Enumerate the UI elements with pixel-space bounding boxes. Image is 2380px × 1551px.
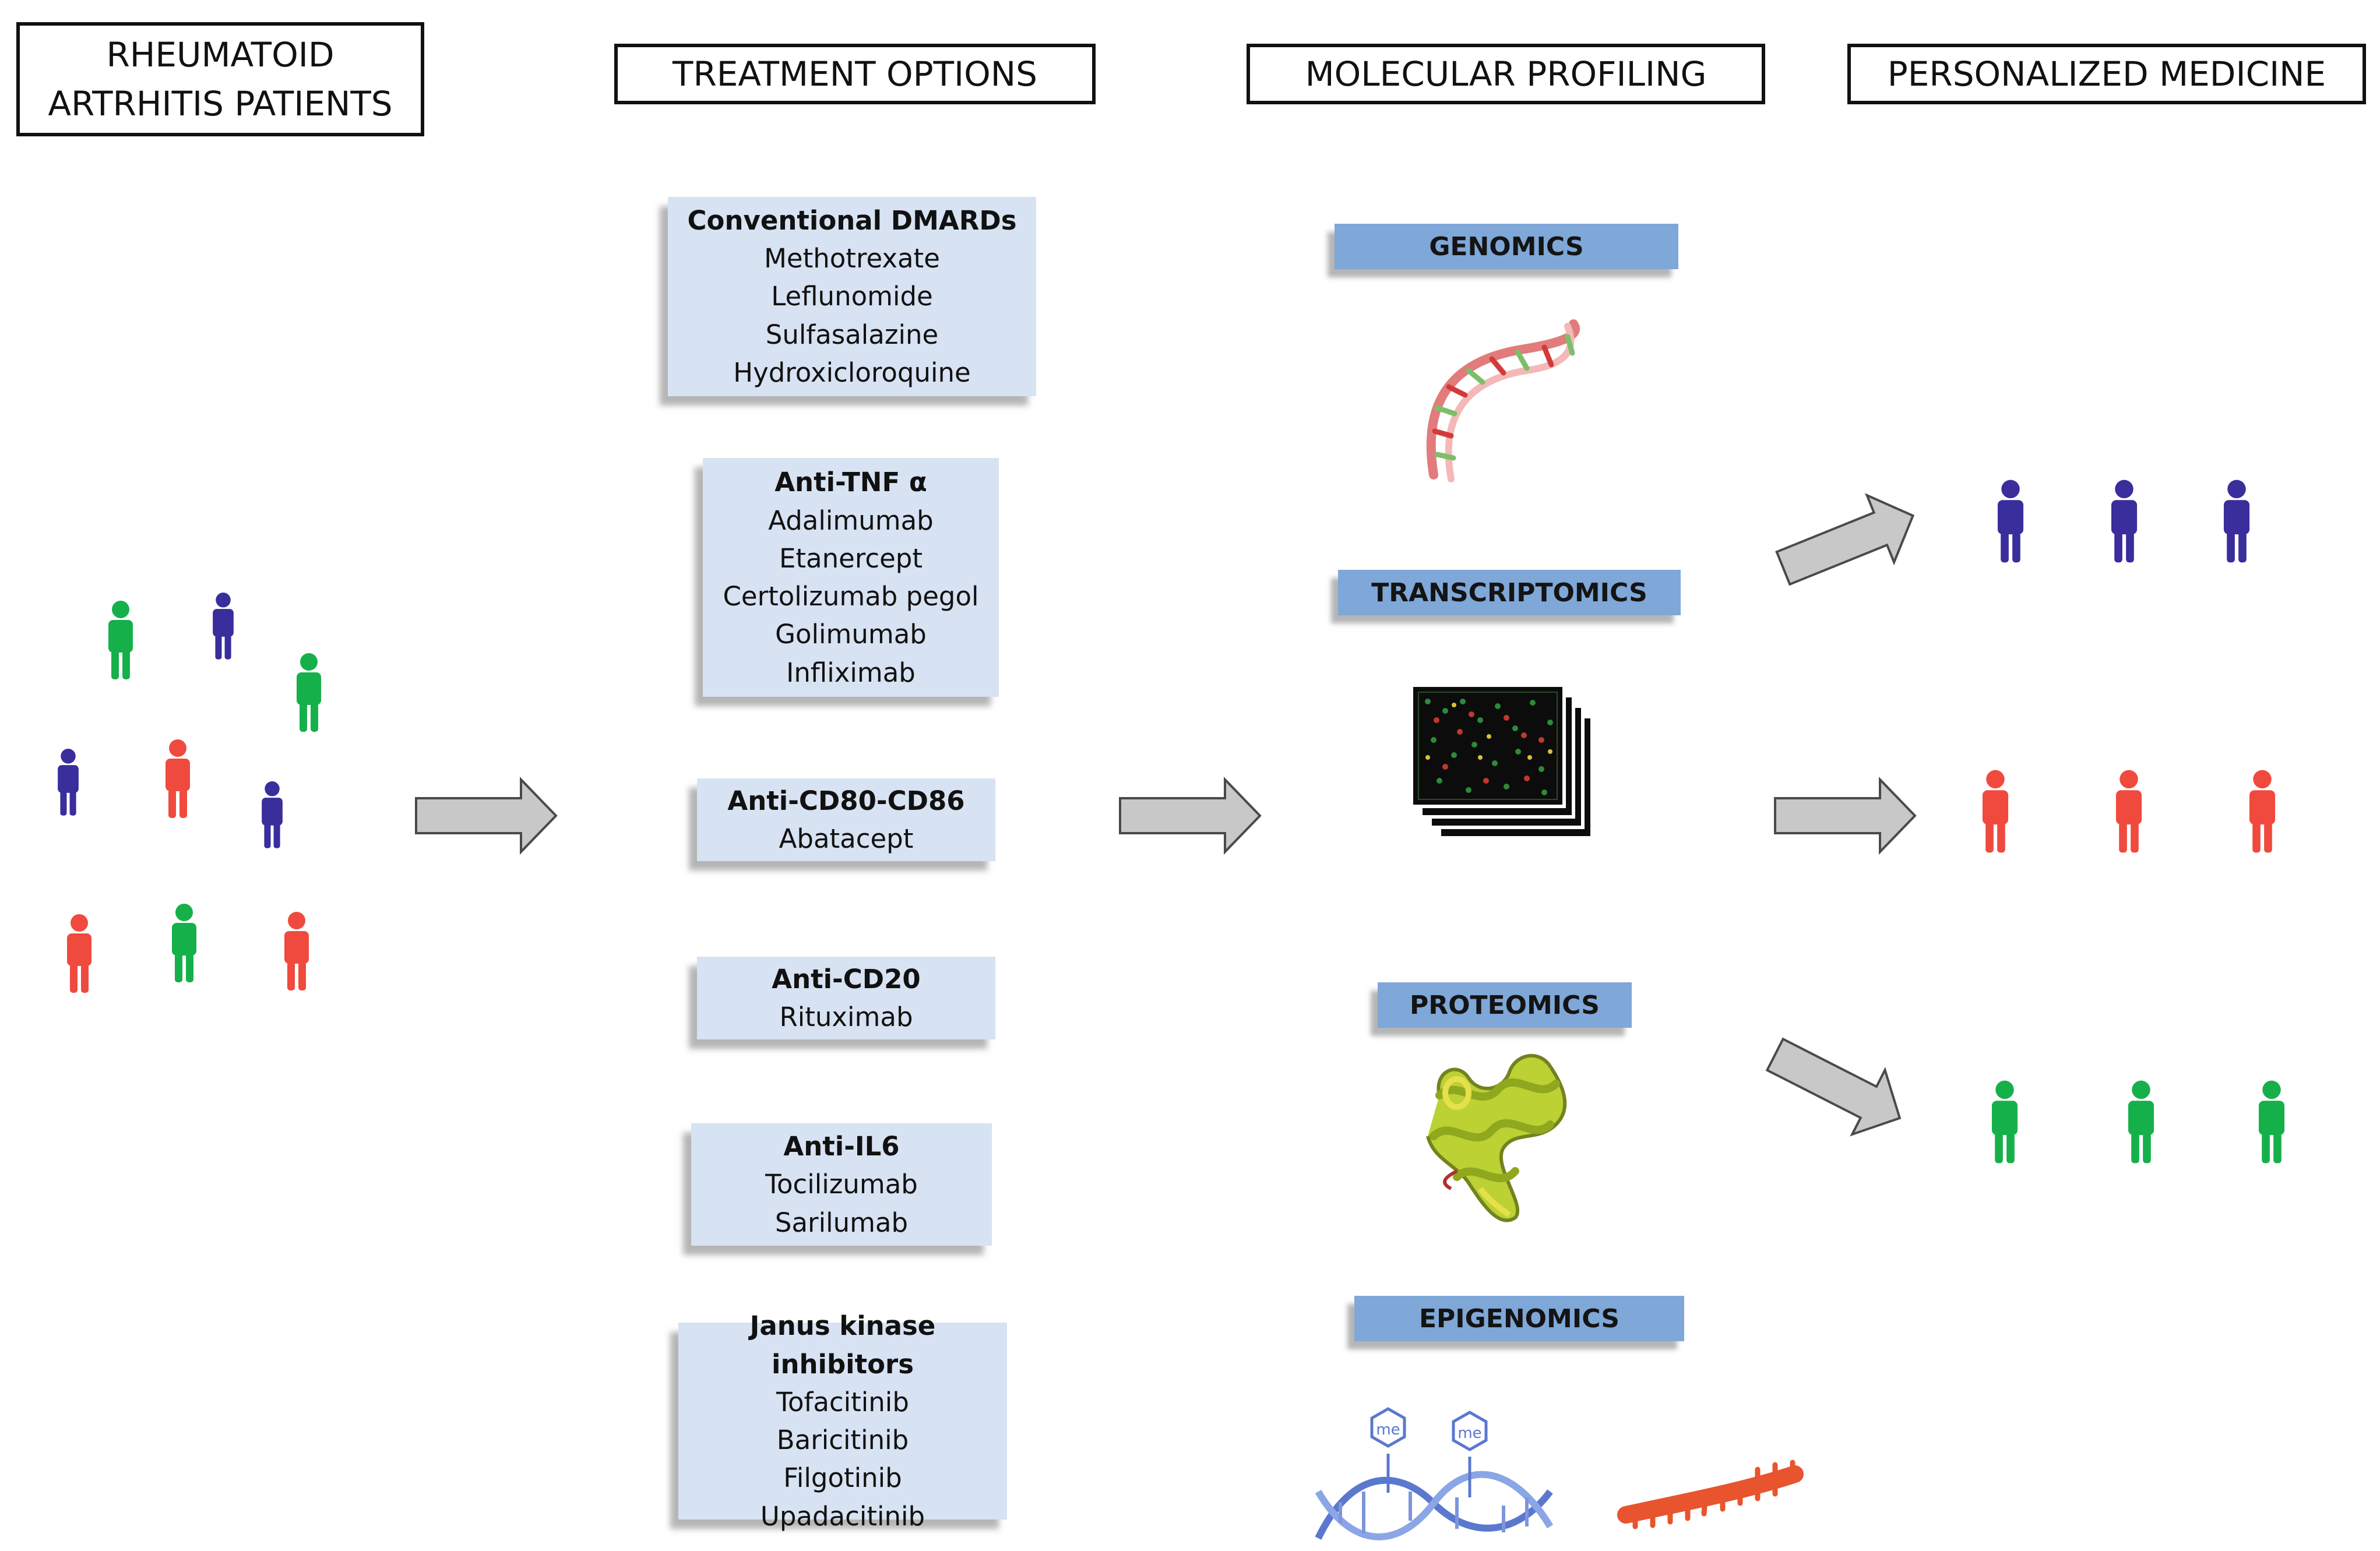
patient-figure xyxy=(284,912,309,990)
patient-figure xyxy=(2128,1080,2154,1164)
patient-figure xyxy=(58,749,79,816)
header-treatment-options: TREATMENT OPTIONS xyxy=(614,44,1096,104)
methyl-tag-label: me xyxy=(1457,1425,1481,1442)
drug-name: Rituximab xyxy=(779,1002,913,1032)
protein-structure-illustration xyxy=(1426,1054,1567,1222)
patient-figure xyxy=(2111,480,2138,563)
drug-name: Hydroxicloroquine xyxy=(733,357,971,388)
patient-figure xyxy=(172,904,196,982)
patient-figure xyxy=(297,653,321,732)
omics-label-epigenomics: EPIGENOMICS xyxy=(1354,1296,1684,1341)
drug-name: Methotrexate xyxy=(764,243,940,274)
treatment-box-anti-il6: Anti-IL6 Tocilizumab Sarilumab xyxy=(691,1123,992,1246)
responder-group-red xyxy=(1982,770,2276,853)
methyl-group-marker: me xyxy=(1452,1411,1488,1451)
drug-name: Infliximab xyxy=(786,657,916,688)
treatment-title: Conventional DMARDs xyxy=(687,205,1017,236)
drug-name: Leflunomide xyxy=(771,281,933,312)
drug-name: Baricitinib xyxy=(776,1425,909,1455)
patient-figure xyxy=(2249,770,2276,853)
header-patients: RHEUMATOID ARTRHITIS PATIENTS xyxy=(16,22,424,136)
drug-name: Filgotinib xyxy=(783,1462,902,1494)
header-molecular-profiling: MOLECULAR PROFILING xyxy=(1247,44,1765,104)
dna-helix-illustration xyxy=(1426,319,1580,482)
patient-figure xyxy=(262,781,283,848)
patient-figure xyxy=(213,593,234,660)
methyl-tag-label: me xyxy=(1376,1421,1400,1439)
patient-figure xyxy=(2258,1080,2285,1164)
drug-name: Etanercept xyxy=(779,542,923,574)
patient-figure xyxy=(108,601,133,679)
methyl-group-marker: me xyxy=(1370,1407,1406,1448)
treatment-title: Janus kinase inhibitors xyxy=(749,1310,936,1380)
patient-figure xyxy=(1982,770,2009,853)
histone-strand-illustration xyxy=(1617,1460,1804,1529)
drug-name: Upadacitinib xyxy=(760,1500,925,1532)
methylated-dna-illustration: me me xyxy=(1315,1407,1554,1541)
drug-name: Adalimumab xyxy=(768,505,934,536)
drug-name: Sarilumab xyxy=(774,1207,909,1238)
drug-name: Golimumab xyxy=(775,619,927,650)
drug-name: Abatacept xyxy=(779,823,914,854)
responder-group-green xyxy=(1991,1080,2285,1164)
responder-group-blue xyxy=(1997,480,2250,563)
treatment-box-anti-tnf: Anti-TNF α Adalimumab Etanercept Certoli… xyxy=(703,458,999,697)
drug-name: Tocilizumab xyxy=(765,1169,918,1200)
omics-label-genomics: GENOMICS xyxy=(1335,224,1678,269)
treatment-title: Anti-CD20 xyxy=(772,963,921,995)
arrow-profiling-to-green-group xyxy=(1765,1037,1902,1137)
treatment-box-jak-inhibitors: Janus kinase inhibitors Tofacitinib Bari… xyxy=(678,1310,1007,1532)
patient-figure xyxy=(166,739,190,818)
patient-figure xyxy=(2223,480,2250,563)
patient-population xyxy=(58,593,321,993)
patient-figure xyxy=(1991,1080,2018,1164)
treatment-title: Anti-IL6 xyxy=(783,1131,900,1162)
patient-figure xyxy=(67,914,91,993)
arrow-profiling-to-red-group xyxy=(1774,777,1917,855)
arrow-patients-to-treatment xyxy=(415,777,558,855)
arrow-profiling-to-blue-group xyxy=(1775,493,1915,586)
treatment-title: Anti-TNF α xyxy=(774,467,927,498)
treatment-box-anti-cd80-cd86: Anti-CD80-CD86 Abatacept xyxy=(697,778,995,861)
drug-name: Certolizumab pegol xyxy=(723,581,979,612)
patient-figure xyxy=(1997,480,2024,563)
microarray-illustration xyxy=(1410,683,1594,840)
drug-name: Sulfasalazine xyxy=(765,319,939,350)
header-personalized-medicine: PERSONALIZED MEDICINE xyxy=(1847,44,2366,104)
omics-label-transcriptomics: TRANSCRIPTOMICS xyxy=(1338,570,1681,615)
treatment-box-conventional-dmards: Conventional DMARDs Methotrexate Lefluno… xyxy=(668,197,1036,396)
treatment-box-anti-cd20: Anti-CD20 Rituximab xyxy=(697,957,995,1039)
arrow-treatment-to-profiling xyxy=(1119,777,1262,855)
treatment-title: Anti-CD80-CD86 xyxy=(727,785,965,816)
drug-name: Tofacitinib xyxy=(776,1386,909,1418)
microarray-spots xyxy=(1418,692,1558,800)
patient-figure xyxy=(2115,770,2142,853)
omics-label-proteomics: PROTEOMICS xyxy=(1378,982,1632,1028)
